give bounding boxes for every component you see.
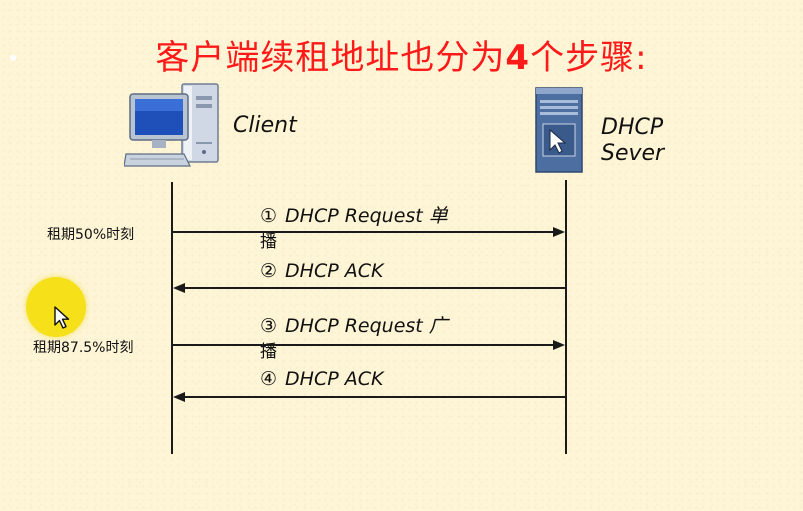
message-1-number: ① xyxy=(260,205,278,227)
message-3-number: ③ xyxy=(260,315,278,337)
server-icon xyxy=(535,87,583,173)
server-label-line1: DHCP xyxy=(601,115,664,140)
message-3-text: DHCP Request 广 xyxy=(285,315,448,337)
message-1-arrowhead xyxy=(553,227,565,237)
client-label: Client xyxy=(233,113,297,138)
title-text-after: 个步骤: xyxy=(530,38,648,78)
message-2-text: DHCP ACK xyxy=(285,260,384,282)
server-label-line2: Sever xyxy=(601,141,665,166)
lease-50-label: 租期50%时刻 xyxy=(47,227,135,243)
message-3-wrap: 播 xyxy=(260,342,277,362)
message-4-arrow xyxy=(183,396,565,398)
message-1-text: DHCP Request 单 xyxy=(285,205,448,227)
message-4-label: ④ DHCP ACK xyxy=(260,368,383,390)
message-4-number: ④ xyxy=(260,368,278,390)
message-3-arrow xyxy=(173,344,555,346)
decorative-dot xyxy=(10,55,16,61)
message-3-label: ③ DHCP Request 广 xyxy=(260,315,448,337)
title-digit: 4 xyxy=(505,38,531,78)
desktop-computer-icon xyxy=(124,83,219,167)
title-text-before: 客户端续租地址也分为 xyxy=(155,38,506,78)
mouse-pointer-icon xyxy=(54,306,70,329)
client-lifeline xyxy=(171,182,173,454)
server-lifeline xyxy=(565,180,567,454)
message-1-wrap: 播 xyxy=(260,232,277,252)
message-2-arrow xyxy=(183,287,565,289)
message-4-text: DHCP ACK xyxy=(285,368,384,390)
page-title: 客户端续租地址也分为4个步骤: xyxy=(0,30,803,79)
message-2-number: ② xyxy=(260,260,278,282)
message-2-arrowhead xyxy=(173,283,185,293)
message-4-arrowhead xyxy=(173,392,185,402)
message-1-arrow xyxy=(173,231,555,233)
message-2-label: ② DHCP ACK xyxy=(260,260,383,282)
message-1-label: ① DHCP Request 单 xyxy=(260,205,448,227)
message-3-arrowhead xyxy=(553,340,565,350)
lease-875-label: 租期87.5%时刻 xyxy=(33,340,134,356)
